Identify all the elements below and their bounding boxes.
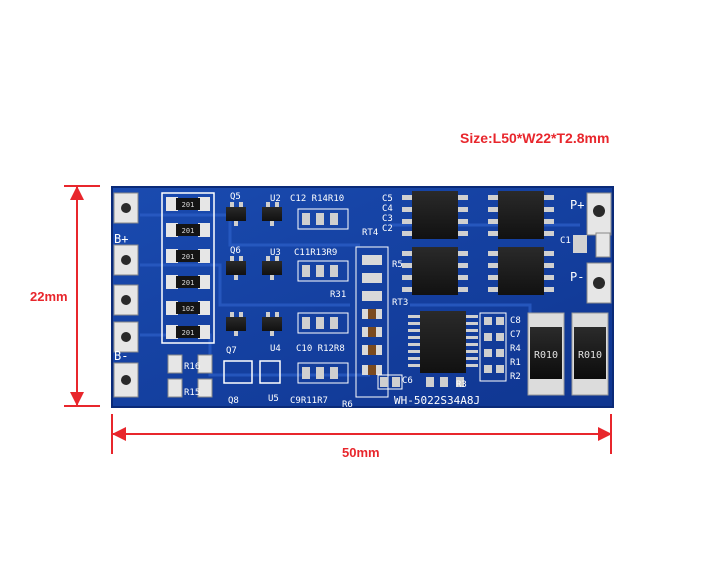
silk-u4: U4 [270,344,281,354]
resistor-201-3: 201 [182,253,195,261]
pcb-board: 201 201 201 201 102 201 [111,186,614,410]
silk-r16: R16 [184,362,200,372]
silk-r15: R15 [184,388,200,398]
silk-r4: R4 [510,344,521,354]
resistor-102: 102 [182,305,195,313]
silk-c4: C4 [382,204,393,214]
silk-row3: C10 R12R8 [296,344,345,354]
sop8-mosfets [402,191,554,295]
silk-r2: R2 [510,372,521,382]
silk-bminus: B- [114,349,128,363]
thermistor-column [355,246,389,398]
sot23-parts [226,207,282,331]
resistor-201-1: 201 [182,201,195,209]
ic-passives [377,312,507,390]
sense-resistor-left-marking: R010 [534,350,558,361]
silkscreen: B+ B- P+ P- Q5 Q6 Q7 Q8 U2 U3 U4 U5 C12 … [114,192,584,410]
sense-resistor-right [571,312,609,396]
left-resistor-column: 201 201 201 201 102 201 [161,192,215,344]
silk-rt4: RT4 [362,228,378,238]
passive-rows [297,208,349,384]
width-dimension-arrows [112,427,612,441]
height-dimension-label: 22mm [30,289,68,304]
q8-u5-footprints [223,360,281,384]
silk-bplus: B+ [114,232,128,246]
left-pads [113,192,139,398]
width-dimension-line [112,433,612,435]
silk-row2: C11R13R9 [294,248,337,258]
silk-r3: R3 [456,380,467,390]
silk-q8: Q8 [228,396,239,406]
silk-c7: C7 [510,330,521,340]
silk-row4: C9R11R7 [290,396,328,406]
silk-r5: R5 [392,260,403,270]
silk-r1: R1 [510,358,521,368]
silk-u3: U3 [270,248,281,258]
silk-u2: U2 [270,194,281,204]
silk-pminus: P- [570,270,584,284]
silk-q5: Q5 [230,192,241,202]
resistor-201-4: 201 [182,279,195,287]
silk-q7: Q7 [226,346,237,356]
c1-capacitor [573,235,587,253]
height-dimension-tick-top [64,185,100,187]
silk-r31: R31 [330,290,346,300]
resistor-201-2: 201 [182,227,195,235]
resistor-201-5: 201 [182,329,195,337]
size-note: Size:L50*W22*T2.8mm [460,130,610,146]
silk-c6: C6 [402,376,413,386]
silk-c1: C1 [560,236,571,246]
controller-ic [408,311,478,373]
silk-u5: U5 [268,394,279,404]
silk-row1: C12 R14R10 [290,194,344,204]
silk-r6: R6 [342,400,353,410]
silk-c2: C2 [382,224,393,234]
width-dimension-label: 50mm [342,445,380,460]
silk-c3: C3 [382,214,393,224]
r15-r16-pads [167,354,213,398]
height-dimension-arrows [70,186,84,406]
silk-c5: C5 [382,194,393,204]
silk-part-number: WH-5022S34A8J [394,394,480,407]
silk-c8: C8 [510,316,521,326]
sense-resistor-left [527,312,565,396]
height-dimension-line [76,186,78,406]
silk-q6: Q6 [230,246,241,256]
silk-rt3: RT3 [392,298,408,308]
silk-pplus: P+ [570,198,584,212]
height-dimension-tick-bottom [64,405,100,407]
sense-resistor-right-marking: R010 [578,350,602,361]
